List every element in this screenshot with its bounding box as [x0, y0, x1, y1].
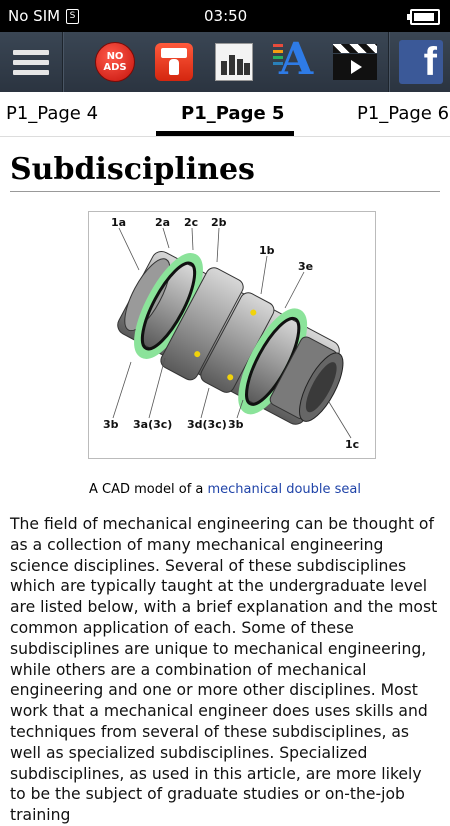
tab-page-5[interactable]: P1_Page 5 — [181, 103, 285, 124]
figure-label: 2a — [155, 216, 170, 229]
figure-label: 1c — [345, 438, 359, 451]
facebook-icon: f — [399, 40, 443, 84]
no-ads-icon: NO ADS — [95, 42, 135, 82]
carrier-label: No SIM — [8, 7, 61, 25]
figure-label: 3b — [228, 418, 244, 431]
seal-drawing: 1a 2a 2c 2b 1b 3e 3b 3a(3c) 3d(3c) 3b 1c — [103, 216, 359, 451]
rate-app-icon — [155, 43, 193, 81]
figure-label: 1a — [111, 216, 126, 229]
article-body: The field of mechanical engineering can … — [10, 515, 438, 825]
facebook-label: f — [423, 40, 437, 84]
figure-label: 3a(3c) — [133, 418, 172, 431]
page-title: Subdisciplines — [10, 152, 440, 192]
hamburger-menu-icon[interactable] — [12, 38, 50, 86]
font-size-button[interactable]: A — [272, 34, 318, 86]
no-ads-button[interactable]: NO ADS — [94, 38, 136, 86]
font-size-icon: A — [273, 34, 317, 85]
figure-caption: A CAD model of a mechanical double seal — [10, 482, 440, 497]
active-tab-indicator — [156, 131, 294, 136]
caption-text: A CAD model of a — [88, 482, 208, 497]
community-button[interactable] — [214, 38, 254, 86]
community-icon — [215, 43, 253, 81]
figure-label: 3e — [298, 260, 313, 273]
article-content: Subdisciplines — [10, 136, 440, 824]
figure-label: 3b — [103, 418, 119, 431]
battery-icon — [407, 9, 440, 25]
video-button[interactable] — [332, 38, 378, 86]
facebook-button[interactable]: f — [398, 38, 444, 86]
figure-label: 2c — [184, 216, 198, 229]
clock: 03:50 — [204, 7, 248, 25]
app-toolbar: NO ADS A f — [0, 32, 450, 92]
page-tabs: P1_Page 4 P1_Page 5 P1_Page 6 — [0, 92, 450, 137]
tab-page-6[interactable]: P1_Page 6 — [357, 103, 450, 124]
no-ads-label: NO ADS — [103, 51, 127, 73]
sim-icon: S — [66, 9, 79, 24]
rate-app-button[interactable] — [153, 38, 195, 86]
figure-label: 3d(3c) — [187, 418, 227, 431]
tab-page-4[interactable]: P1_Page 4 — [6, 103, 99, 124]
figure-label: 1b — [259, 244, 275, 257]
seal-cad-image[interactable]: 1a 2a 2c 2b 1b 3e 3b 3a(3c) 3d(3c) 3b 1c — [88, 211, 376, 459]
figure-label: 2b — [211, 216, 227, 229]
video-clapper-icon — [333, 44, 377, 80]
status-bar: No SIM S 03:50 — [0, 0, 450, 32]
caption-link[interactable]: mechanical double seal — [207, 482, 362, 497]
